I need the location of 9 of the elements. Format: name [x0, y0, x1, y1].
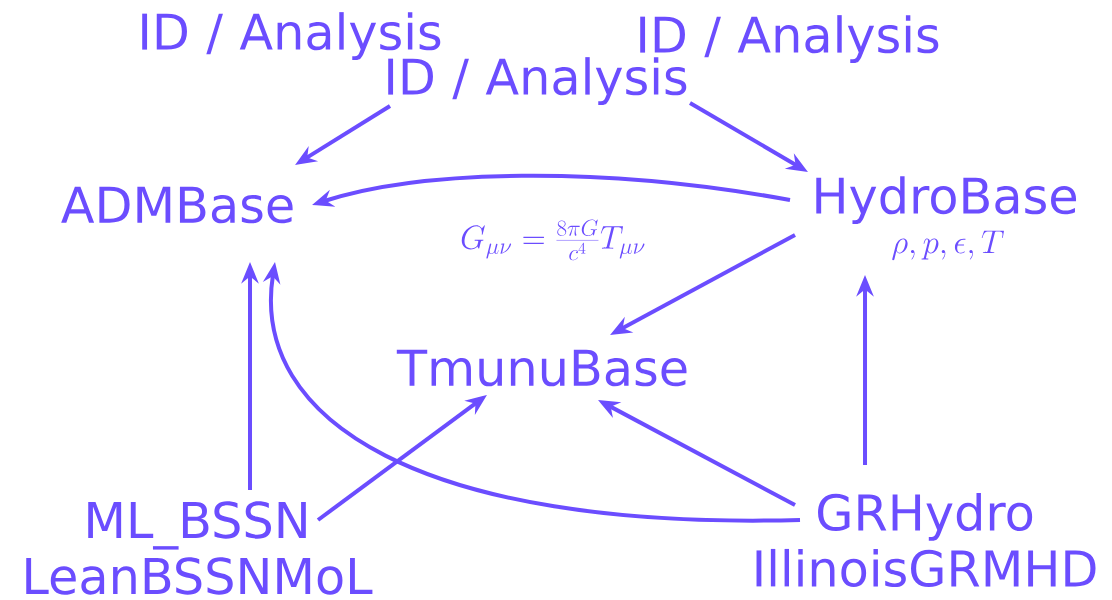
annotation-text: ID / Analysis — [142, 12, 441, 60]
equation: $G_{\mu\nu} = \frac{8\pi G}{c^4} T_{\mu\nu}$ — [461, 219, 645, 261]
node-label: GRHydro IllinoisGRMHD — [756, 492, 1096, 588]
variable-list: $\rho, p, \epsilon, T$ — [892, 230, 1004, 261]
node-label: TmunuBase — [396, 349, 687, 387]
source-text: ID / Analysis — [388, 57, 687, 105]
node-label: HydroBase — [816, 176, 1077, 224]
node-label: ADMBase — [61, 186, 293, 224]
node-label: ML_BSSN LeanBSSNMoL — [26, 501, 373, 595]
